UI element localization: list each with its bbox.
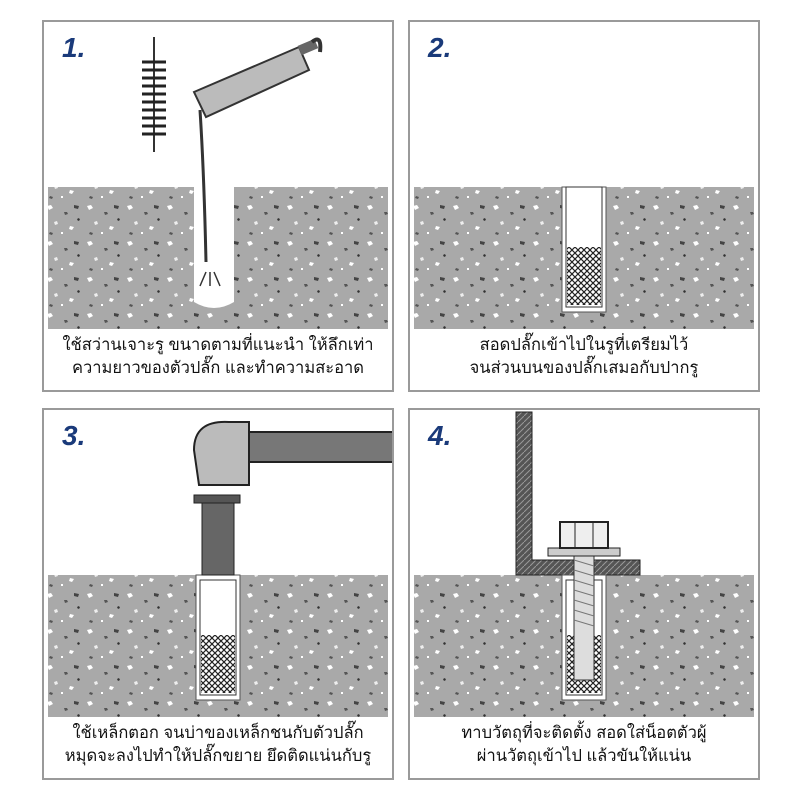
bolt-icon — [547, 521, 621, 681]
caption-line: ใช้สว่านเจาะรู ขนาดตามที่แนะนำ ให้ลึกเท่… — [62, 336, 374, 354]
set-anchor-illustration — [48, 420, 392, 717]
step-number: 4. — [428, 420, 452, 451]
step-4-panel: 4. ทาบวัตถุที่จะติดตั้ง สอดใส่น็อตตัวผู้… — [408, 408, 760, 780]
step-number: 3. — [62, 420, 86, 451]
setting-tool-icon — [193, 494, 241, 576]
drill-and-clean-illustration — [48, 37, 388, 329]
caption-line: จนส่วนบนของปลั๊กเสมอกับปากรู — [469, 359, 699, 377]
step-caption: สอดปลั๊กเข้าไปในรูที่เตรียมไว้ จนส่วนบนข… — [410, 334, 758, 380]
insert-anchor-illustration — [414, 186, 754, 329]
step-caption: ใช้เหล็กตอก จนบ่าของเหล็กชนกับตัวปลั๊ก ห… — [44, 722, 392, 768]
caption-line: สอดปลั๊กเข้าไปในรูที่เตรียมไว้ — [479, 336, 689, 354]
caption-line: ผ่านวัตถุเข้าไป แล้วขันให้แน่น — [476, 747, 692, 765]
anchor-knurl — [201, 635, 235, 693]
step-caption: ทาบวัตถุที่จะติดตั้ง สอดใส่น็อตตัวผู้ ผ่… — [410, 722, 758, 768]
blow-pump-icon — [192, 37, 323, 287]
hammer-icon — [192, 420, 392, 486]
fixture-bracket — [515, 411, 641, 576]
caption-line: หมุดจะลงไปทำให้ปลั๊กขยาย ยึดติดแน่นกับรู — [64, 747, 372, 765]
step-caption: ใช้สว่านเจาะรู ขนาดตามที่แนะนำ ให้ลึกเท่… — [44, 334, 392, 380]
cleaning-brush-icon — [142, 37, 166, 152]
step-number: 2. — [428, 32, 452, 63]
drilled-hole — [194, 187, 234, 308]
caption-line: ความยาวของตัวปลั๊ก และทำความสะอาด — [71, 359, 365, 377]
step-1-panel: 1. ใช้สว่านเจาะรู ขนาดตามที่แนะนำ ให้ลึก… — [42, 20, 394, 392]
anchor-knurl — [567, 247, 601, 305]
step-3-panel: 3. ใช้เหล็กตอก จนบ่าของเหล็กชนกับตัวปลั๊… — [42, 408, 394, 780]
step-2-panel: 2. สอดปลั๊กเข้าไปในรูที่เตรียมไว้ จนส่วน… — [408, 20, 760, 392]
caption-line: ใช้เหล็กตอก จนบ่าของเหล็กชนกับตัวปลั๊ก — [72, 724, 364, 742]
step-number: 1. — [62, 32, 86, 63]
caption-line: ทาบวัตถุที่จะติดตั้ง สอดใส่น็อตตัวผู้ — [461, 724, 707, 742]
fasten-bolt-illustration — [414, 411, 754, 717]
